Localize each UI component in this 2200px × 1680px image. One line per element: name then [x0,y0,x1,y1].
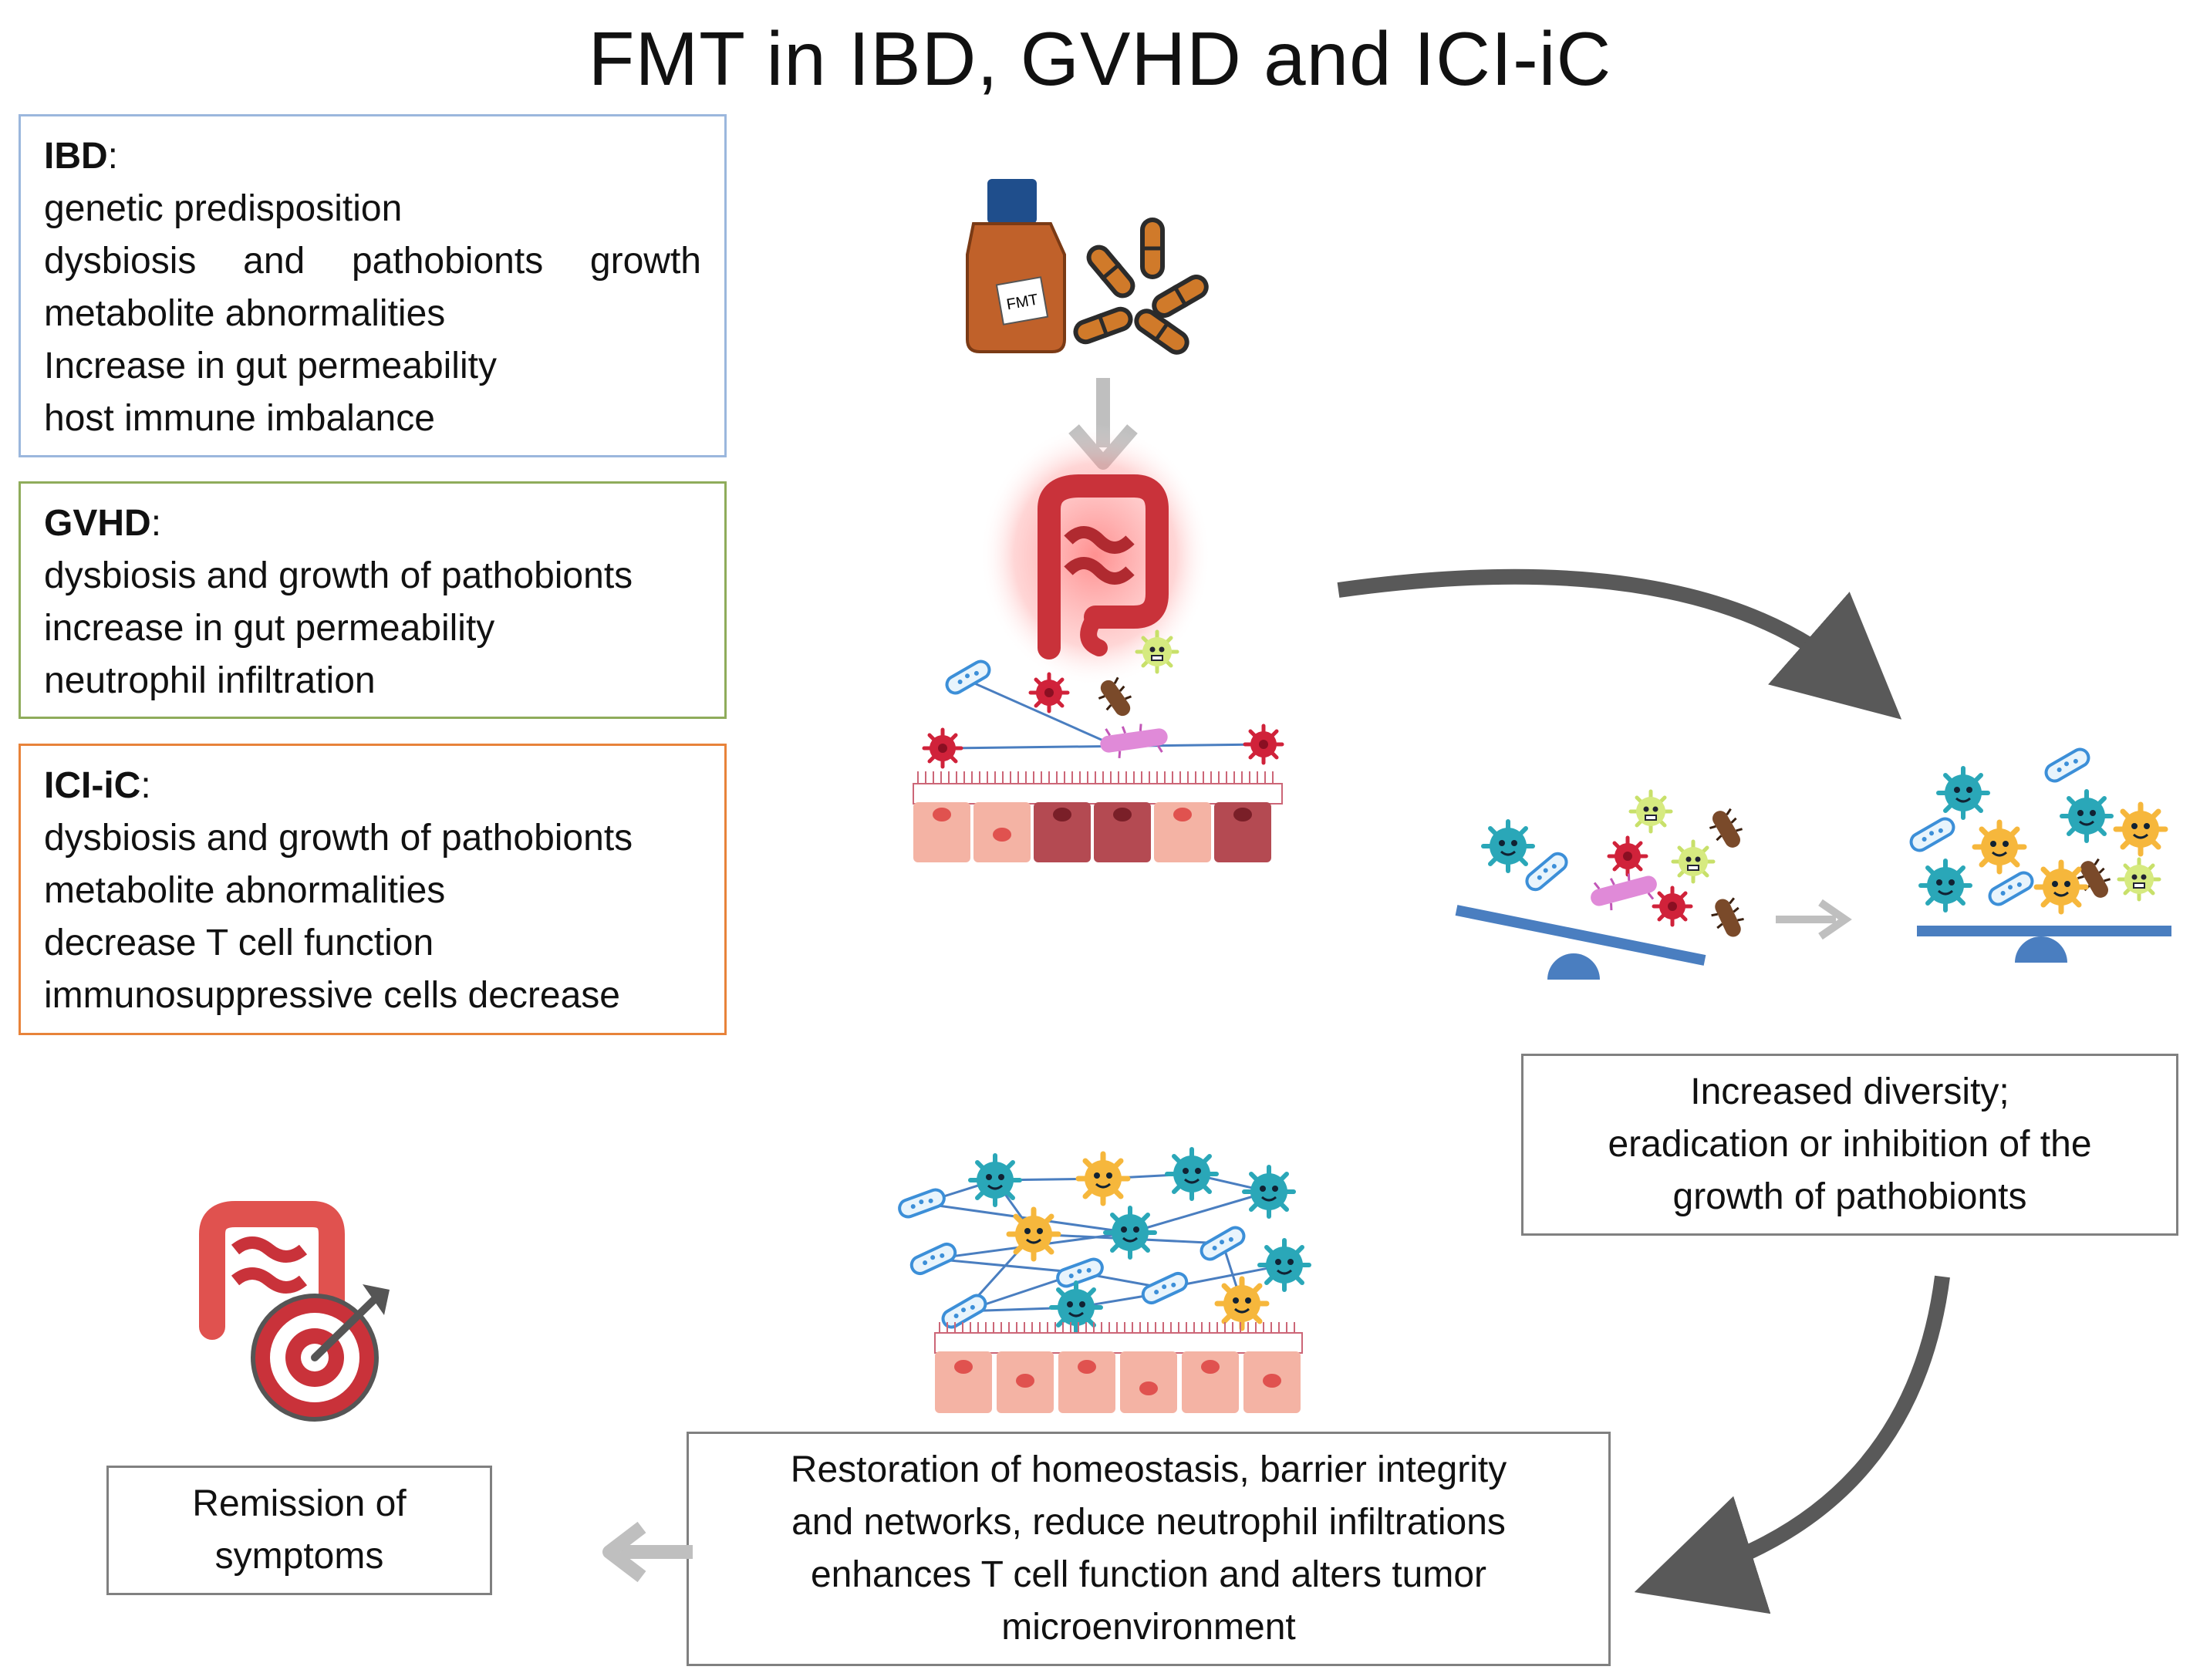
ibd-justified-word: growth [589,241,701,282]
gvhd-item: dysbiosis and growth of pathobionts [44,555,633,596]
ici-ic-heading: ICI-iC: [44,765,151,806]
ibd-justified-word: pathobionts [351,241,544,282]
diagram-title: FMT in IBD, GVHD and ICI-iC [588,16,1612,101]
remission-line: Remission of [192,1483,407,1524]
restoration-line: Restoration of homeostasis, barrier inte… [790,1449,1507,1490]
diversity-line: Increased diversity; [1690,1071,2009,1112]
gvhd-item: increase in gut permeability [44,608,495,649]
restoration-line: and networks, reduce neutrophil infiltra… [791,1502,1506,1543]
curved-arrow-right [1337,568,1902,720]
ibd-item: Increase in gut permeability [44,346,497,386]
diversity-line: eradication or inhibition of the [1608,1124,2092,1165]
ici-ic-item: dysbiosis and growth of pathobionts [44,818,633,859]
healthy-epithelium [934,1322,1303,1413]
gvhd-box: GVHD: dysbiosis and growth of pathobiont… [19,481,727,719]
ibd-item: host immune imbalance [44,398,435,439]
ici-ic-item: decrease T cell function [44,923,434,963]
gvhd-heading: GVHD: [44,503,162,544]
grey-right-arrow-icon [1776,899,1852,940]
remission-line: symptoms [214,1536,384,1577]
remission-box: Remission of symptoms [106,1466,492,1595]
ibd-justified-word: and [243,241,305,282]
ibd-justified-word: dysbiosis [44,241,197,282]
balanced-seesaw [1906,744,2171,963]
curved-arrow-down [1634,1275,1950,1614]
ibd-heading: IBD: [44,136,119,177]
grey-left-arrow-icon [602,1521,693,1583]
ibd-item: dysbiosis and pathobionts growth [44,235,701,288]
restoration-line: microenvironment [1001,1607,1296,1648]
restoration-line: enhances T cell function and alters tumo… [810,1554,1487,1595]
fmt-bottle-icon: FMT [966,179,1066,353]
ibd-item: metabolite abnormalities [44,293,446,334]
diversity-line: growth of pathobionts [1672,1176,2027,1217]
ici-ic-item: metabolite abnormalities [44,870,446,911]
ici-ic-box: ICI-iC: dysbiosis and growth of pathobio… [19,744,727,1035]
healthy-network [896,1149,1309,1332]
dysbiosis-network [924,632,1282,767]
diversity-box: Increased diversity; eradication or inhi… [1521,1054,2178,1236]
damaged-epithelium [913,771,1283,862]
ibd-box: IBD: genetic predisposition dysbiosis and… [19,114,727,457]
intestine-target-icon [199,1201,390,1422]
inflamed-intestine-icon [980,424,1211,687]
capsules-icon [1070,218,1213,359]
gvhd-item: neutrophil infiltration [44,660,376,701]
imbalanced-seesaw [1455,791,1750,980]
ici-ic-item: immunosuppressive cells decrease [44,975,620,1016]
restoration-box: Restoration of homeostasis, barrier inte… [687,1432,1611,1666]
ibd-item: genetic predisposition [44,188,403,229]
